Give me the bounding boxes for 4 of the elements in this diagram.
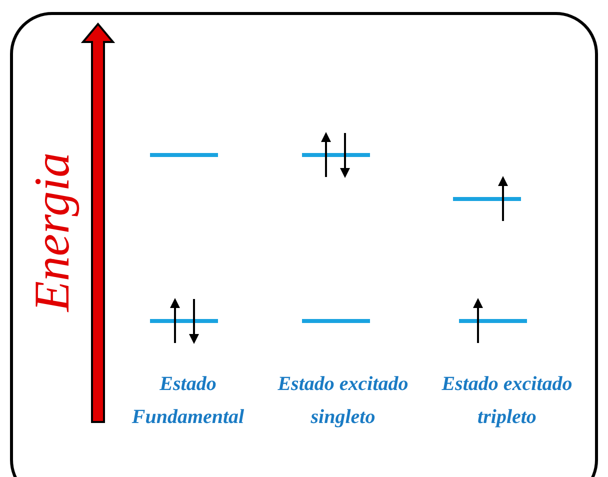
- state-label: Estado excitado singleto: [276, 372, 410, 430]
- state-label: Estado excitado tripleto: [440, 372, 574, 430]
- axis-label: Energia: [25, 152, 79, 312]
- state-label: Estado Fundamental: [130, 372, 246, 430]
